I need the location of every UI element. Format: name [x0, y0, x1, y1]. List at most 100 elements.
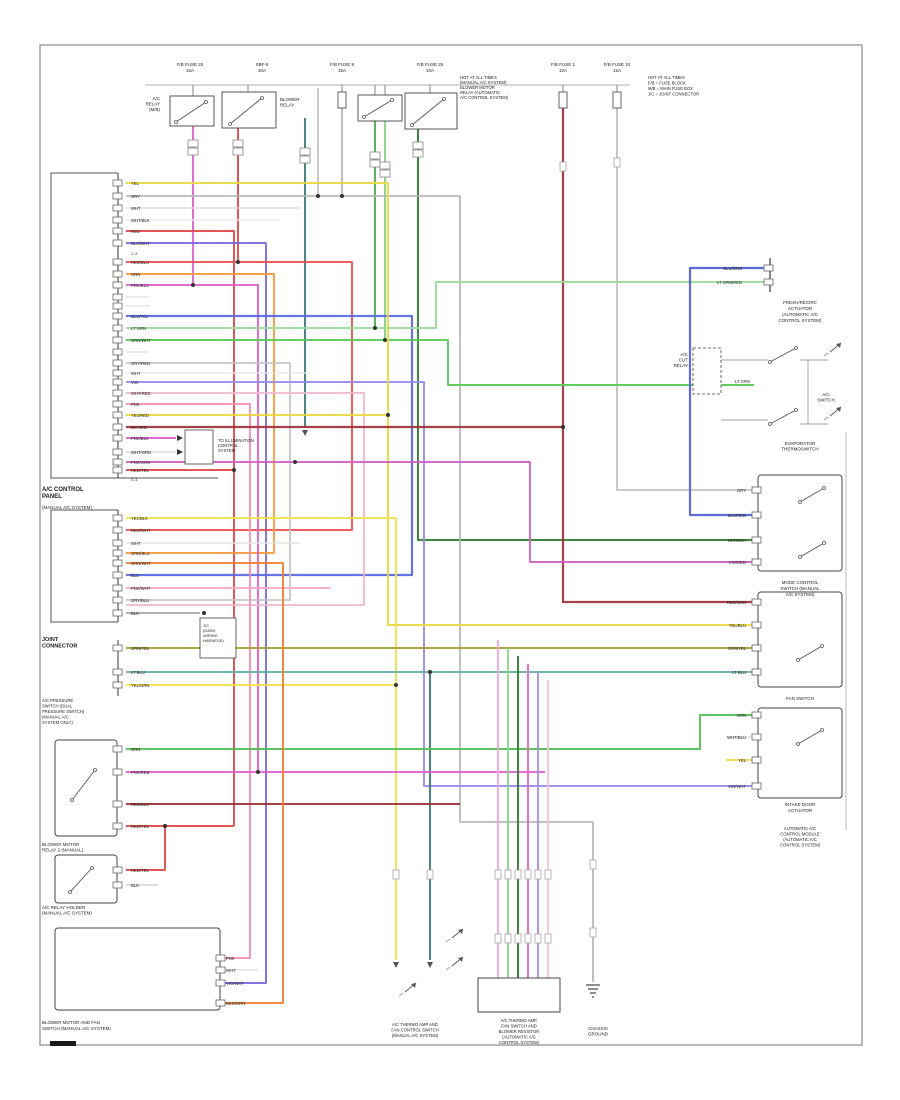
ac-cut-relay-box [692, 347, 722, 395]
connector-arrow-dash-0 [445, 938, 451, 943]
pressure-switch-label-line-4: SYSTEM ONLY) [42, 720, 73, 725]
pin-right_boxes-5 [751, 621, 762, 629]
wire-code-label-50: YEL/BLU [729, 623, 746, 628]
fresh-recirc-label-line-0: FRESH/RECIRC [783, 300, 818, 305]
illum-note-line-1: CONTROL [218, 443, 239, 448]
pressure-switch-label-line-3: (MANUAL A/C [42, 715, 69, 720]
wire-magenta-trunk [126, 284, 259, 772]
fuse-label-3-line-1: 15A [338, 68, 346, 73]
pin-right_boxes-6 [751, 644, 762, 652]
connector-tick-2 [514, 869, 522, 880]
wire-code-label-48: VIO/RED [729, 560, 746, 565]
fuse-label-3-line-0: F/B FUSE 9 [330, 62, 355, 67]
connector-arrowhead-1 [458, 957, 463, 962]
pin-right_boxes-0 [751, 486, 762, 494]
relay2-lower-box [54, 854, 118, 904]
connector-tick-15 [589, 927, 597, 938]
jc-note-line-3: HARNESS) [203, 638, 224, 643]
junction-dot-4 [373, 326, 377, 330]
auto-module-note-line-0: AUTOMATIC A/C [784, 826, 816, 831]
connector-tick-4 [534, 869, 542, 880]
wire-code-label-58: LT GRN/RED [717, 280, 742, 285]
wire-blue-left-loop [126, 314, 414, 577]
pin-module2-3 [112, 549, 123, 557]
blower-relay-label-line-0: BLOWER [280, 97, 300, 102]
intake-label-line-1: ACTUATOR [788, 808, 813, 813]
connector-tick-1 [504, 869, 512, 880]
fuse-label-6-line-0: F/B FUSE 10 [604, 62, 631, 67]
pin-module1-14 [112, 348, 123, 356]
wire-code-label-6: RED/BLU [131, 260, 149, 265]
connector-arrowhead-4 [836, 407, 841, 412]
fuse-label-4-line-1: 10A [426, 68, 434, 73]
wire-code-label-39: RED/YEL [131, 868, 150, 873]
wire-code-label-5: BLU/WHT [131, 241, 150, 246]
wire-code-label-0: YEL [131, 181, 140, 186]
evap-thermo-label-line-0: EVAPORATOR [785, 441, 816, 446]
wire-code-label-42: WHT [226, 968, 236, 973]
wire-code-label-32: GRN/YEL [131, 646, 150, 651]
wire-code-label-34: YEL/GRN [131, 683, 149, 688]
pin-pressure_box-3 [112, 822, 123, 830]
hot-note-line-3: RELAY (AUTOMATIC [460, 90, 500, 95]
junction-dot-7 [394, 683, 398, 687]
pin-module1-8 [112, 281, 123, 289]
auto-module-note-line-1: CONTROL MODULE [780, 832, 820, 837]
ac-switch-label-line-1: SWITCH [817, 398, 835, 403]
jc-note-line-1: (DASH [203, 628, 216, 633]
pin-blower_box-2 [215, 979, 226, 987]
pin-pressure_box-2 [112, 800, 123, 808]
fresh-recirc-label-line-3: CONTROL SYSTEM) [778, 318, 822, 323]
switch-arm-4-terminal-a [796, 658, 800, 662]
ac-cut-relay-label-line-2: RELAY [674, 363, 688, 368]
diagram-border [39, 44, 863, 1046]
pin-module1-1 [112, 192, 123, 200]
pin-right_boxes-9 [751, 733, 762, 741]
wire-blue-loop [688, 266, 770, 517]
thermo-amp-label-line-2: (MANUAL A/C SYSTEM) [392, 1033, 439, 1038]
switch-arm-5-terminal-b [820, 728, 824, 732]
connector-tick-12 [392, 869, 400, 880]
pin-module2-0 [112, 514, 123, 522]
jc-note-line-0: J/C [203, 623, 209, 628]
fuse-label-6-line-1: 15A [613, 68, 621, 73]
pin-module1-25 [112, 466, 123, 474]
illum-arrow-box [184, 429, 214, 465]
illum-note-line-0: TO ILLUMINATION [218, 438, 254, 443]
fuse-label-1-line-0: F/B FUSE 20 [177, 62, 204, 67]
pin-module2-8 [112, 609, 123, 617]
relay-arm-1-terminal-a [228, 122, 232, 126]
thermo-amp-label-line-1: FAN CONTROL SWITCH [391, 1028, 438, 1033]
connector-tick-0 [494, 869, 502, 880]
connector-arrowhead-2 [411, 983, 416, 988]
module2-bracket [50, 509, 118, 623]
resistor-connector-label-line-4: CONTROL SYSTEM) [499, 1040, 540, 1045]
wire-gray-long [126, 195, 594, 982]
evap-thermo-label-line-1: THERMOSWITCH [781, 447, 818, 452]
pin-module1-2 [112, 204, 123, 212]
relay-arm-2 [363, 99, 393, 118]
wire-code-label-25: WHT [131, 541, 141, 546]
wire-code-label-15: WHT/RED [131, 391, 151, 396]
mode-switch-label-line-0: MODE CONTROL [782, 580, 819, 585]
wire-code-label-37: RED/BLU [131, 802, 149, 807]
mode-switch-label-line-2: A/C SYSTEM) [786, 592, 815, 597]
relay-arm-2-terminal-b [390, 98, 394, 102]
ac-cut-relay-label-line-1: CUT [679, 358, 688, 363]
connector-tick-13 [426, 869, 434, 880]
switch-arm-7-terminal-a [768, 422, 772, 426]
pressure-switch-box [54, 739, 118, 837]
joint-connector-box [199, 617, 237, 659]
pin-module2-1 [112, 526, 123, 534]
junction-dot-1 [236, 260, 240, 264]
inline-connector-4 [379, 161, 391, 170]
relay-arm-3-terminal-b [442, 97, 446, 101]
inline-connector-0 [187, 139, 199, 148]
wire-code-label-59: LT GRN [735, 379, 750, 384]
pin-module2-6 [112, 584, 123, 592]
pressure-switch-label-line-2: PRESSURE SWITCH) [42, 709, 85, 714]
connector-tick-5 [544, 869, 552, 880]
ground-label-line-0: CHASSIS [588, 1026, 608, 1031]
relay4-box [404, 92, 458, 130]
pin-right_boxes-2 [751, 536, 762, 544]
